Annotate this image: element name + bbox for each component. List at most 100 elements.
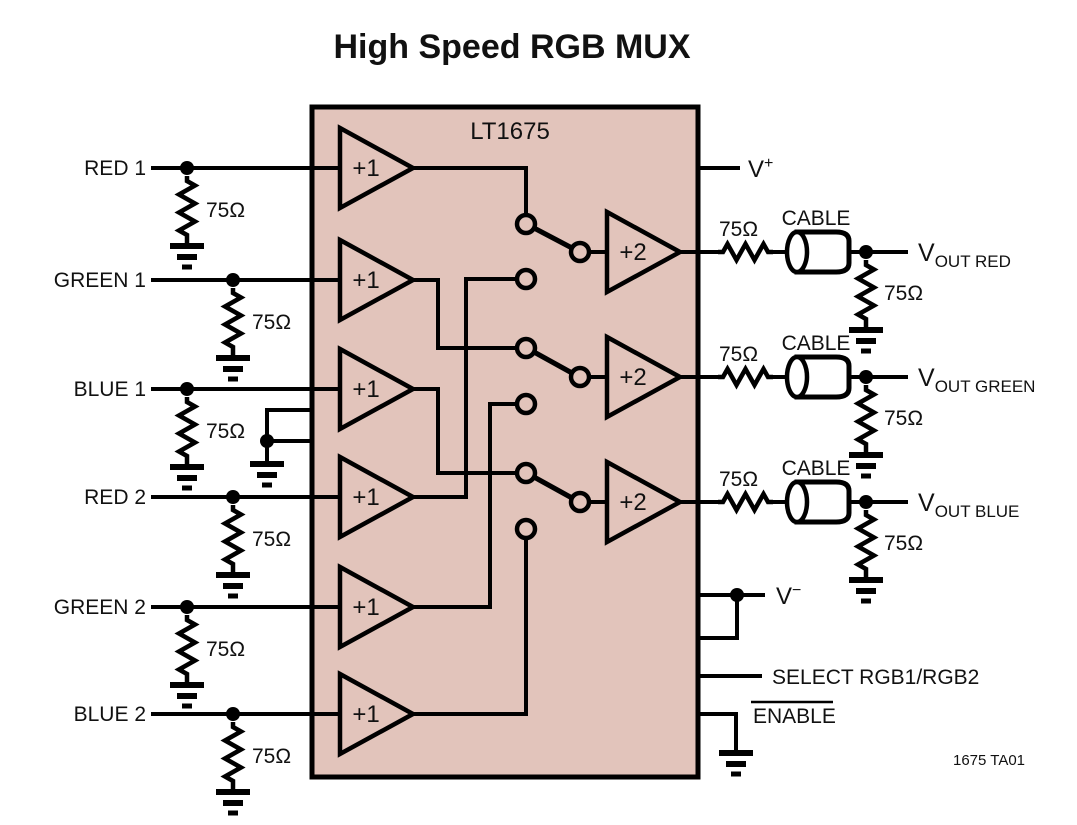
input-label: GREEN 1 — [54, 269, 146, 292]
switch-contact-rgb2 — [514, 267, 538, 291]
junction-dot — [180, 161, 194, 175]
cable-body-icon — [794, 479, 852, 525]
wire-blue2-to-switch — [413, 538, 528, 716]
series-resistor-icon — [718, 239, 773, 265]
switch-contact-rgb1 — [514, 336, 538, 360]
buffer-gain-label: +1 — [352, 594, 379, 621]
switch-pole — [568, 490, 592, 514]
ground-icon — [216, 355, 250, 382]
ground-icon — [849, 577, 883, 604]
series-resistor-value: 75Ω — [719, 218, 758, 241]
buffer-red1: +1 — [337, 124, 418, 212]
grounded-reference-pins — [250, 408, 312, 488]
amp-red-out: +2 — [604, 208, 685, 296]
input-row-blue2: BLUE 2 75Ω — [74, 703, 340, 816]
cable-label: CABLE — [782, 207, 851, 230]
vminus-label: V− — [776, 582, 801, 610]
vout-green-label: VOUT GREEN — [918, 364, 1035, 396]
buffer-triangle-icon — [337, 563, 418, 651]
ground-icon — [849, 452, 883, 479]
buffer-red2: +1 — [337, 453, 418, 541]
junction-dot — [859, 370, 873, 384]
vout-blue-label: VOUT BLUE — [918, 489, 1019, 521]
termination-resistor-icon — [853, 260, 879, 328]
terminator-resistor-icon — [174, 615, 200, 683]
amp-blue-out: +2 — [604, 458, 685, 546]
series-resistor-value: 75Ω — [719, 468, 758, 491]
buffer-blue2: +1 — [337, 670, 418, 758]
junction-dot — [226, 490, 240, 504]
resistor-value: 75Ω — [252, 311, 291, 334]
cable-end-icon — [784, 354, 810, 400]
resistor-value: 75Ω — [206, 638, 245, 661]
amp-gain-label: +2 — [619, 364, 646, 391]
series-resistor-icon — [718, 364, 773, 390]
junction-dot — [180, 382, 194, 396]
switch-contact-rgb2 — [514, 392, 538, 416]
switch-contact-rgb1 — [514, 461, 538, 485]
vplus-pin: V+ — [698, 155, 773, 183]
resistor-value: 75Ω — [252, 528, 291, 551]
buffer-gain-label: +1 — [352, 701, 379, 728]
cable-end-icon — [784, 229, 810, 275]
ground-icon — [719, 750, 753, 777]
buffer-green1: +1 — [337, 236, 418, 324]
buffer-gain-label: +1 — [352, 155, 379, 182]
select-label: SELECT RGB1/RGB2 — [772, 666, 979, 689]
junction-dot — [260, 434, 274, 448]
cable-label: CABLE — [782, 457, 851, 480]
junction-dot — [226, 707, 240, 721]
amp-triangle-icon — [604, 458, 685, 546]
ground-icon — [170, 682, 204, 709]
input-row-green2: GREEN 2 75Ω — [54, 596, 340, 709]
buffer-green2: +1 — [337, 563, 418, 651]
junction-dot — [730, 588, 744, 602]
termination-value: 75Ω — [884, 282, 923, 305]
chip-body — [309, 104, 701, 780]
wire-blue1-to-switch — [413, 387, 517, 475]
termination-resistor-icon — [853, 510, 879, 578]
buffer-triangle-icon — [337, 670, 418, 758]
switch-blue — [514, 461, 607, 541]
amp-gain-label: +2 — [619, 489, 646, 516]
buffer-triangle-icon — [337, 345, 418, 433]
terminator-resistor-icon — [220, 722, 246, 790]
ground-icon — [170, 464, 204, 491]
ground-icon — [170, 243, 204, 270]
amp-green-out: +2 — [604, 333, 685, 421]
vplus-label: V+ — [748, 155, 773, 183]
amp-gain-label: +2 — [619, 239, 646, 266]
switch-pole — [568, 365, 592, 389]
input-label: BLUE 2 — [74, 703, 146, 726]
schematic-title: High Speed RGB MUX — [333, 28, 690, 66]
vminus-pin: V− — [698, 582, 801, 640]
junction-dot — [226, 273, 240, 287]
input-row-red1: RED 1 75Ω — [84, 157, 340, 270]
switch-green — [514, 336, 607, 416]
enable-pin: ENABLE — [698, 700, 836, 777]
buffer-triangle-icon — [337, 453, 418, 541]
figure-number: 1675 TA01 — [953, 752, 1025, 769]
wire-red2-to-switch — [413, 277, 517, 499]
wire-green2-to-switch — [413, 402, 517, 609]
buffer-triangle-icon — [337, 236, 418, 324]
series-resistor-value: 75Ω — [719, 343, 758, 366]
switch-arm-icon — [532, 225, 574, 251]
output-chain-blue: 75Ω CABLE 75Ω VOUT BLUE — [680, 457, 1019, 604]
buffer-gain-label: +1 — [352, 376, 379, 403]
buffer-gain-label: +1 — [352, 267, 379, 294]
switch-arm-icon — [532, 349, 574, 376]
series-resistor-icon — [718, 489, 773, 515]
input-label: GREEN 2 — [54, 596, 146, 619]
stub-wire — [265, 408, 312, 462]
select-pin: SELECT RGB1/RGB2 — [698, 666, 979, 689]
cable-body-icon — [794, 229, 852, 275]
junction-dot — [180, 600, 194, 614]
ground-icon — [849, 327, 883, 354]
terminator-resistor-icon — [174, 397, 200, 465]
resistor-value: 75Ω — [206, 199, 245, 222]
resistor-value: 75Ω — [252, 745, 291, 768]
input-row-blue1: BLUE 1 75Ω — [74, 378, 340, 491]
switch-arm-icon — [532, 474, 574, 501]
